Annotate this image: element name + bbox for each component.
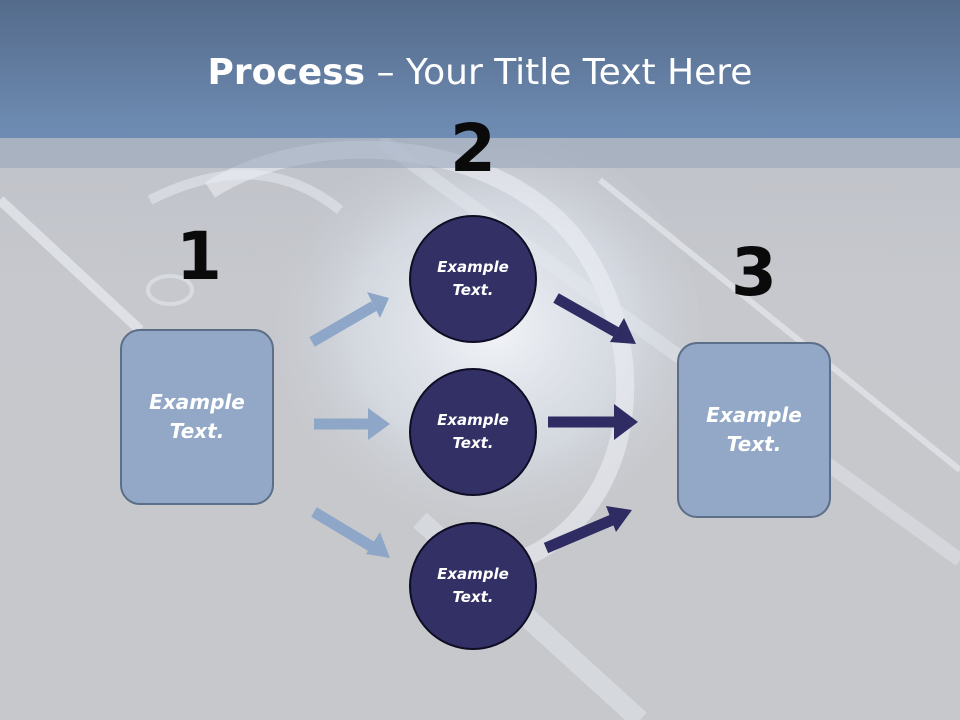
dark-arrow-up (543, 506, 632, 554)
slide-title: Process – Your Title Text Here (0, 52, 960, 93)
circle-middle: Example Text. (409, 368, 537, 496)
left-box-line-2: Text. (169, 419, 225, 443)
circle-bottom: Example Text. (409, 522, 537, 650)
left-box: Example Text. (120, 329, 274, 505)
step-number-2: 2 (450, 110, 496, 187)
step-number-3: 3 (731, 234, 777, 311)
circle-bottom-line-2: Text. (452, 588, 494, 606)
title-bold: Process (207, 52, 366, 93)
dark-arrow-middle (548, 404, 638, 440)
right-box-line-2: Text. (726, 432, 782, 456)
circle-middle-line-1: Example (437, 411, 509, 429)
title-dash: – (365, 52, 406, 93)
left-box-line-1: Example (149, 390, 245, 414)
circle-bottom-line-1: Example (437, 565, 509, 583)
light-arrow-down (311, 507, 390, 558)
light-arrow-up (309, 292, 389, 347)
right-box: Example Text. (677, 342, 831, 518)
circle-top-line-1: Example (437, 258, 509, 276)
title-rest: Your Title Text Here (405, 52, 753, 93)
circle-top: Example Text. (409, 215, 537, 343)
title-band (0, 0, 960, 138)
dark-arrow-down (553, 293, 636, 344)
step-number-1: 1 (176, 218, 222, 295)
circle-middle-line-2: Text. (452, 434, 494, 452)
title-sub-band (0, 138, 960, 168)
circle-top-line-2: Text. (452, 281, 494, 299)
right-box-line-1: Example (706, 403, 802, 427)
light-arrow-middle (314, 408, 390, 440)
